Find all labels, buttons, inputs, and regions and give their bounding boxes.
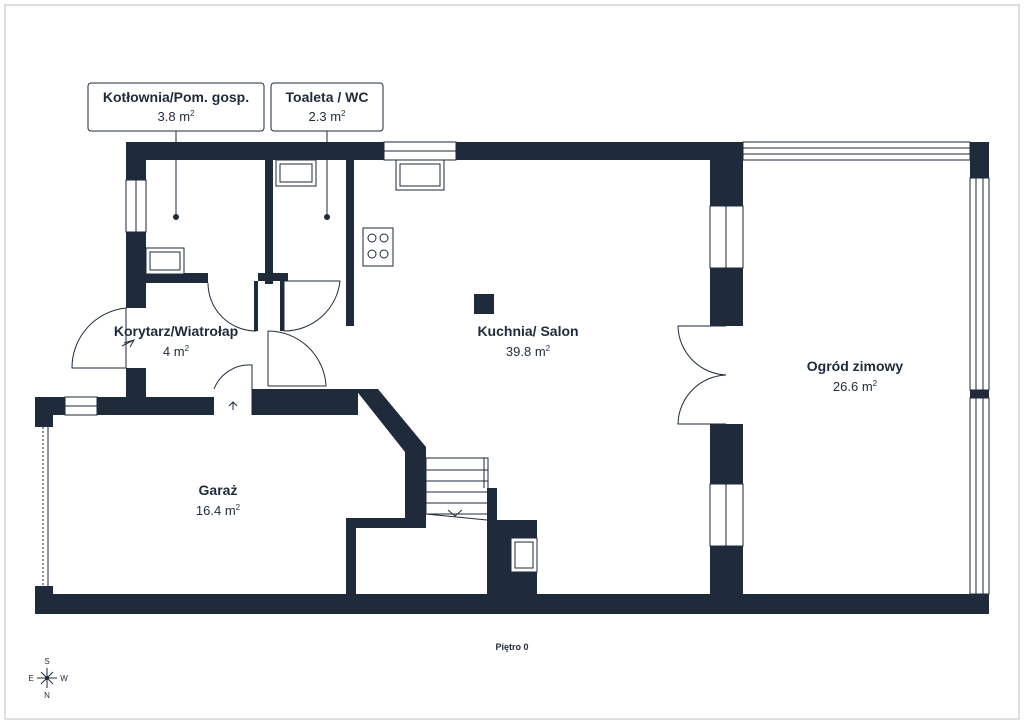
- window-garden-right-top: [969, 177, 990, 391]
- room-kuchnia-name: Kuchnia/ Salon: [477, 323, 578, 339]
- wall-left-corridor: [126, 368, 146, 398]
- walls: [35, 142, 989, 614]
- wall-garden-right-mid: [970, 390, 989, 398]
- room-korytarz: Korytarz/Wiatrołap 4 m2: [114, 323, 238, 359]
- room-garaz: Garaż 16.4 m2: [196, 482, 241, 518]
- fixtures: [145, 159, 538, 573]
- compass-south: S: [44, 657, 49, 666]
- wall-garage-diagonal: [355, 389, 426, 528]
- callout-dot: [173, 214, 179, 220]
- room-korytarz-name: Korytarz/Wiatrołap: [114, 323, 238, 339]
- doors: [71, 280, 727, 425]
- wall-garage-bottom-left: [35, 586, 53, 614]
- window-garden-right-bottom: [969, 397, 990, 595]
- room-garaz-name: Garaż: [199, 482, 238, 498]
- wall-kitchen-garden-b: [710, 268, 743, 326]
- wall-kotlownia-wc: [265, 160, 273, 284]
- floor-label: Piętro 0: [495, 642, 528, 652]
- wall-left-utility-bottom: [126, 232, 146, 308]
- wall-garage-right-v: [346, 518, 356, 598]
- entry-arrows: [121, 339, 238, 410]
- door-entry: [71, 307, 127, 369]
- wall-garage-top-b: [97, 397, 214, 415]
- kitchen-sink-icon: [395, 159, 445, 191]
- callout-kotlownia: Kotłownia/Pom. gosp. 3.8 m2: [87, 82, 265, 220]
- column: [474, 294, 494, 314]
- callout-kotlownia-name: Kotłownia/Pom. gosp.: [103, 89, 249, 105]
- window-garden-top: [742, 141, 971, 161]
- wall-wc-bottom: [258, 273, 288, 281]
- wall-kotlownia-bottom: [146, 273, 208, 283]
- door-wc: [283, 280, 341, 332]
- callout-kotlownia-area: 3.8 m2: [158, 109, 196, 124]
- callout-toaleta: Toaleta / WC 2.3 m2: [270, 82, 384, 220]
- room-ogrod-name: Ogród zimowy: [807, 358, 904, 374]
- wall-garage-top-a: [35, 397, 65, 415]
- compass-west: W: [60, 674, 68, 683]
- door-garage: [213, 364, 253, 390]
- callout-dot: [324, 214, 330, 220]
- wall-kitchen-garden-c: [710, 424, 743, 484]
- wall-garden-right-bottom: [970, 594, 989, 614]
- wall-bottom: [35, 594, 989, 614]
- door-corridor-kitchen: [267, 330, 327, 387]
- compass-east: E: [28, 674, 33, 683]
- room-ogrod-area: 26.6 m2: [833, 379, 878, 394]
- wall-garage-right: [346, 518, 426, 528]
- wall-left-utility-top: [126, 142, 146, 180]
- wall-corridor-jamb-b: [280, 281, 284, 331]
- garage-door: [42, 427, 49, 586]
- arrow-garage-icon: [228, 401, 238, 410]
- door-garden-top: [677, 325, 727, 376]
- wall-kitchen-garden-d: [710, 546, 743, 614]
- wall-top-mid: [456, 142, 743, 160]
- callout-toaleta-area: 2.3 m2: [309, 109, 347, 124]
- wall-top-left: [126, 142, 384, 160]
- wall-top-right-corner: [970, 142, 989, 178]
- wall-kitchen-garden-a: [710, 142, 743, 206]
- wall-garage-top-c: [252, 389, 358, 415]
- arrow-entry-icon: [121, 339, 136, 348]
- door-garden-bottom: [677, 374, 727, 425]
- callout-toaleta-name: Toaleta / WC: [286, 89, 369, 105]
- door-kotlownia: [207, 282, 257, 332]
- room-korytarz-area: 4 m2: [163, 344, 190, 359]
- room-kuchnia: Kuchnia/ Salon 39.8 m2: [477, 323, 578, 359]
- room-garaz-area: 16.4 m2: [196, 503, 241, 518]
- stairs: [425, 457, 489, 521]
- compass-north: N: [44, 691, 50, 700]
- windows: [64, 141, 990, 595]
- room-kuchnia-area: 39.8 m2: [506, 344, 551, 359]
- room-ogrod: Ogród zimowy 26.6 m2: [807, 358, 904, 394]
- compass-icon: [37, 668, 57, 688]
- page-frame: [4, 4, 1020, 720]
- wall-wc-right: [346, 160, 354, 326]
- cooktop-icon: [362, 227, 394, 267]
